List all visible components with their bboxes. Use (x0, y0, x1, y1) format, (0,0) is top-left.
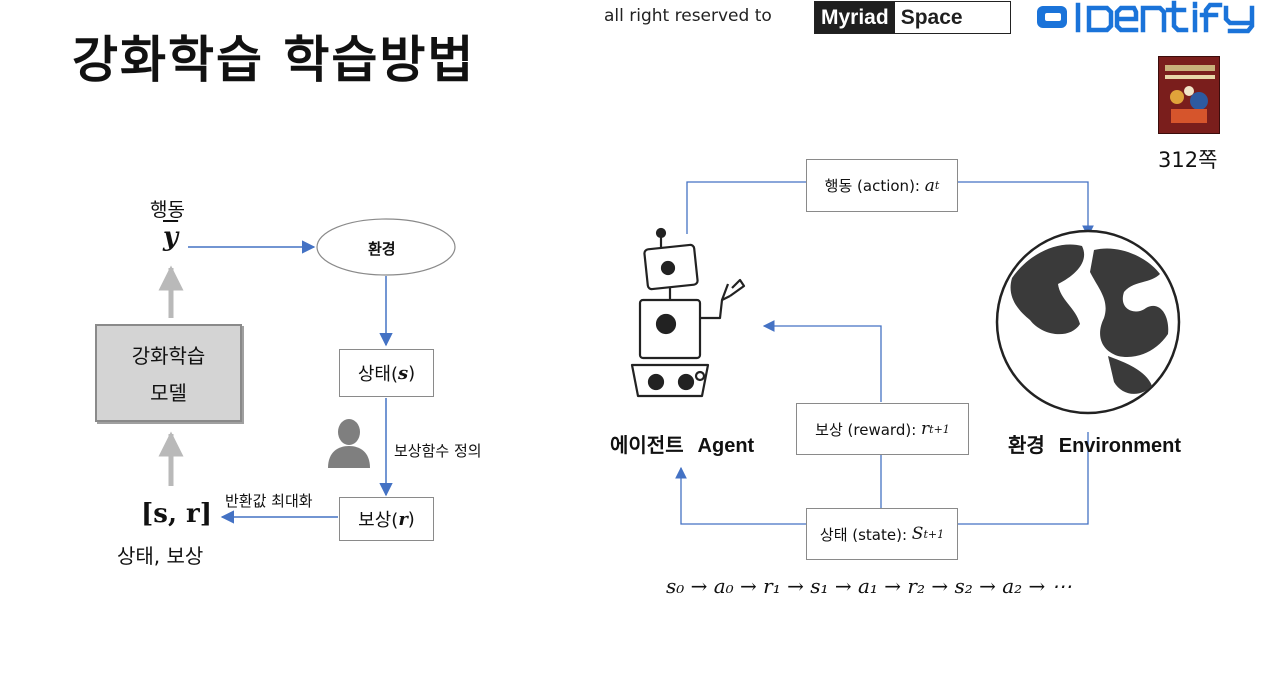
reward-loop-line (762, 320, 882, 402)
book-cover-image (1158, 56, 1220, 134)
state-box-close: ) (408, 362, 416, 384)
credit-text: all right reserved to (604, 6, 772, 26)
environment-label: 환경 (368, 240, 396, 258)
reward-box: 보상(r) (339, 497, 434, 541)
rl-model-box: 강화학습 모델 (95, 324, 242, 422)
rl-model-line1: 강화학습 (131, 344, 206, 368)
rl-model-line2: 모델 (150, 381, 187, 405)
state-box-symbol: s (397, 362, 409, 384)
environment-label-en: Environment (1058, 435, 1181, 457)
action-symbol: y (163, 222, 178, 252)
state-signal-text: 상태 (state): (819, 525, 908, 544)
robot-agent-icon (630, 227, 746, 398)
state-box: 상태(s) (339, 349, 434, 397)
reward-box-label: 보상( (358, 510, 399, 531)
state-signal-subscript: t+1 (923, 527, 945, 541)
agent-label-en: Agent (697, 435, 755, 457)
myriad-logo-light: Space (894, 2, 969, 33)
reward-box-close: ) (407, 508, 415, 530)
person-icon (326, 416, 372, 468)
maximize-return-label: 반환값 최대화 (225, 492, 313, 510)
reward-box-symbol: r (398, 508, 408, 530)
state-box-label: 상태( (357, 364, 398, 385)
reward-signal-text: 보상 (reward): (815, 420, 917, 439)
myriad-space-logo: Myriad Space (814, 1, 1011, 34)
reward-signal-symbol: r (921, 419, 930, 439)
state-signal-symbol: S (911, 524, 924, 544)
action-label: 행동 (150, 199, 185, 221)
reward-function-label: 보상함수 정의 (394, 442, 482, 460)
environment-ellipse (316, 218, 456, 276)
state-reward-caption: 상태, 보상 (117, 544, 204, 568)
action-symbol-text: y (163, 222, 179, 252)
environment-caption: 환경 Environment (1008, 429, 1181, 458)
agent-label: 에이전트 Agent (610, 429, 754, 458)
agent-label-ko: 에이전트 (610, 433, 684, 457)
action-box-subscript: t (934, 179, 940, 192)
myriad-logo-dark: Myriad (815, 2, 895, 33)
state-reward-vector: [s, r] (141, 499, 213, 529)
reward-signal-subscript: t+1 (929, 422, 950, 436)
earth-environment-icon (995, 229, 1181, 415)
page-reference: 312쪽 (1158, 148, 1218, 172)
action-box-text: 행동 (action): (824, 177, 920, 195)
sequence-formula: s₀ → a₀ → r₁ → s₁ → a₁ → r₂ → s₂ → a₂ → … (666, 574, 1072, 598)
action-box-symbol: a (924, 175, 935, 196)
page-title: 강화학습 학습방법 (72, 31, 476, 89)
environment-label-ko: 환경 (1008, 433, 1045, 457)
